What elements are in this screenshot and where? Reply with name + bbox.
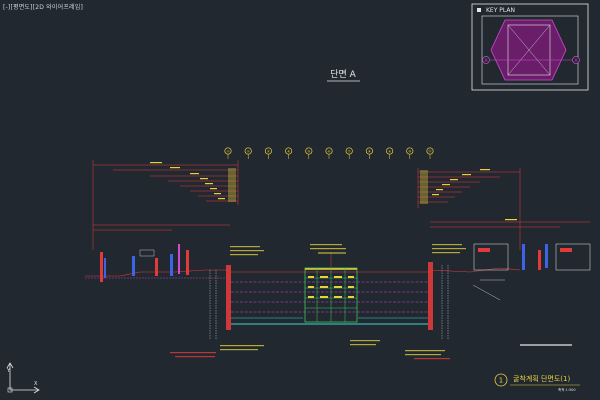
ucs-axes-icon: Y X [6, 362, 40, 394]
title-number: 1 [499, 377, 503, 385]
key-plan-title: KEY PLAN [486, 7, 515, 14]
key-plan-marker-left [482, 56, 490, 64]
key-plan-bullet-icon [477, 8, 481, 12]
key-plan[interactable]: KEY PLAN A A [471, 3, 589, 91]
svg-text:Y: Y [6, 368, 11, 374]
section-title: 단면 A [330, 69, 356, 80]
svg-text:X: X [34, 381, 38, 387]
dimension-text-left [150, 162, 236, 202]
grid-marker-label: ⑤ [307, 149, 310, 153]
grid-marker-row: ① ② ③ ④ ⑤ ⑥ ⑦ ⑧ ⑨ ⑩ ⑪ [224, 147, 434, 159]
title-number-circle [494, 373, 508, 387]
grid-marker-label: ⑨ [388, 149, 391, 153]
svg-text:A: A [484, 58, 488, 64]
drawing-title: 굴착계획 단면도(1) [513, 374, 570, 383]
annotation-blocks [220, 244, 466, 356]
drawing-scale: 축척 1:500 [558, 387, 576, 392]
retaining-walls [209, 262, 449, 340]
right-legend-boxes [472, 243, 591, 301]
grid-marker-label: ⑦ [348, 149, 351, 153]
dimension-lines-right [417, 168, 590, 250]
grid-marker-label: ⑧ [368, 149, 371, 153]
grid-marker-label: ① [226, 149, 229, 153]
left-boreholes [85, 244, 228, 282]
grid-marker-label: ② [247, 149, 250, 153]
grid-marker-label: ⑥ [327, 149, 330, 153]
key-plan-marker-right [572, 56, 580, 64]
grid-marker-label: ③ [267, 149, 270, 153]
grid-marker-label: ④ [287, 149, 290, 153]
dimension-lines-left [92, 160, 239, 250]
drawing-title-block[interactable]: 1 굴착계획 단면도(1) 축척 1:500 [494, 373, 580, 392]
viewport-controls-label[interactable]: [-][평면도][2D 와이어프레임] [3, 4, 84, 11]
grid-marker-label: ⑪ [428, 148, 432, 153]
grid-marker-label: ⑩ [408, 149, 411, 153]
svg-text:A: A [574, 58, 578, 64]
central-structure [304, 252, 358, 323]
dimension-text-right [420, 169, 517, 221]
excavation-levels [231, 271, 428, 325]
annotation-blocks-red [170, 352, 450, 360]
